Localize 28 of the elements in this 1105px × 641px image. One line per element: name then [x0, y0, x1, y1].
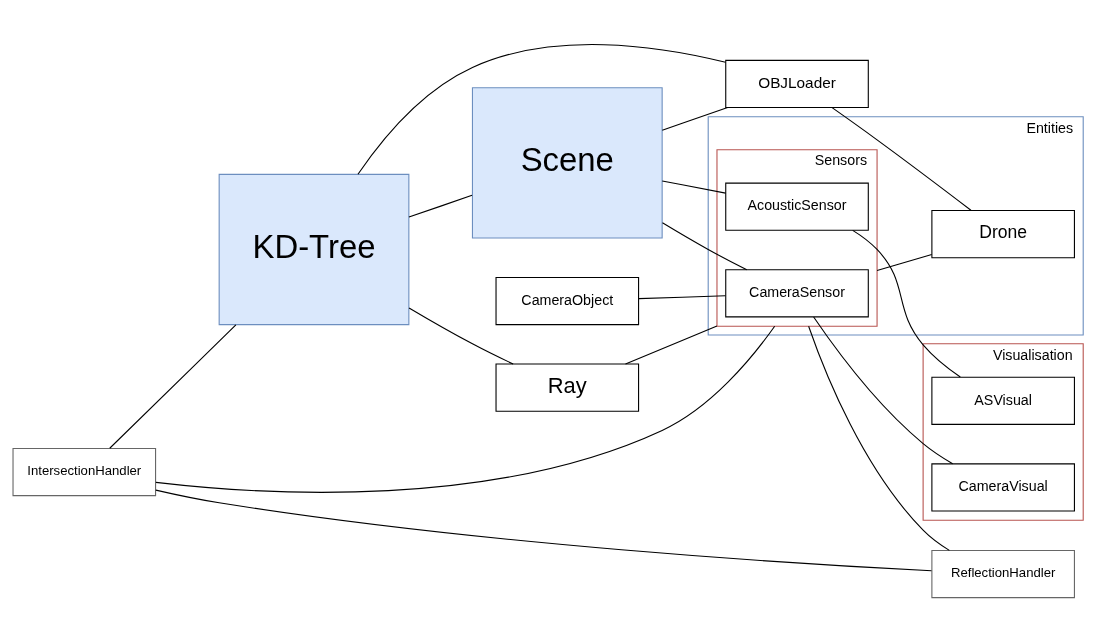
node-box: ASVisual	[931, 376, 1075, 425]
connector	[109, 323, 237, 449]
connector	[357, 43, 727, 175]
connector	[408, 306, 514, 365]
node-box: Drone	[931, 209, 1075, 258]
node-box: Ray	[495, 363, 640, 412]
node-box: IntersectionHandler	[12, 447, 157, 496]
node-box: Scene	[471, 86, 663, 238]
node-box: CameraObject	[495, 276, 640, 325]
node-box: ReflectionHandler	[931, 549, 1075, 598]
connector	[808, 325, 950, 551]
connector	[661, 221, 748, 270]
connector	[852, 229, 961, 378]
connector	[408, 194, 473, 218]
node-box: AcousticSensor	[725, 182, 869, 231]
connector	[155, 325, 776, 493]
node-box: CameraSensor	[725, 268, 869, 317]
node-box: CameraVisual	[931, 462, 1075, 512]
connector	[876, 253, 933, 271]
connector	[638, 294, 726, 299]
node-box: OBJLoader	[725, 59, 869, 108]
connector	[831, 106, 972, 211]
connector	[661, 179, 727, 194]
connector	[624, 325, 718, 364]
connector	[813, 315, 954, 464]
connector	[661, 106, 729, 131]
connector	[155, 489, 933, 571]
node-box: KD-Tree	[218, 173, 410, 325]
